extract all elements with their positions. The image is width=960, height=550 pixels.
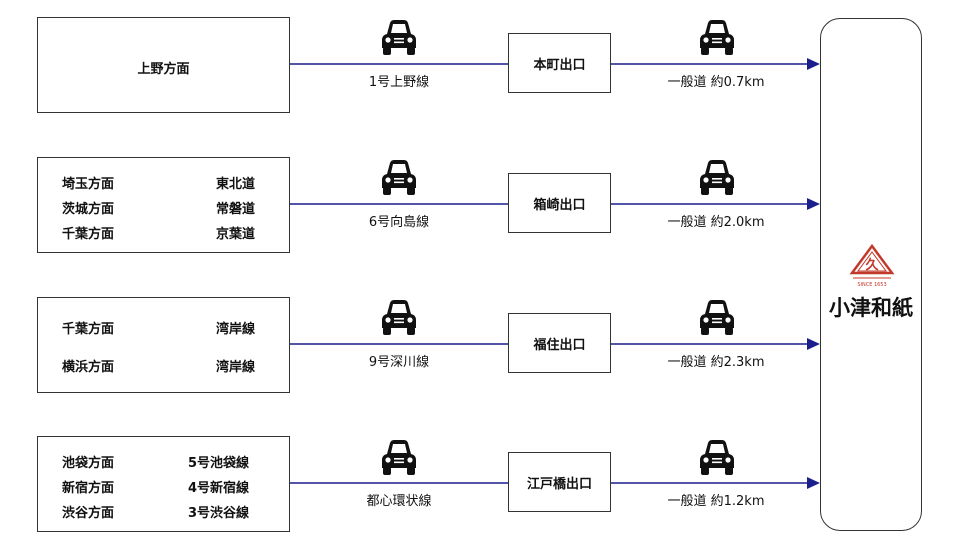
arrowhead <box>807 477 820 489</box>
origin-direction: 渋谷方面 <box>62 506 115 521</box>
route-label-row4: 都心環状線 <box>366 494 432 509</box>
origin-direction: 池袋方面 <box>62 456 115 471</box>
svg-text:久: 久 <box>865 257 879 273</box>
origin-direction: 千葉方面 <box>62 227 115 242</box>
exit-box-row3: 福住出口 <box>508 313 611 373</box>
logo-text: SINCE 1653 <box>857 282 886 288</box>
exit-label: 箱崎出口 <box>533 197 586 213</box>
car-icon <box>382 300 416 335</box>
origin-expressway: 3号渋谷線 <box>188 506 250 521</box>
arrowhead <box>807 198 820 210</box>
arrowhead <box>807 338 820 350</box>
distance-label-row1: 一般道 約0.7km <box>667 75 765 90</box>
origin-expressway: 5号池袋線 <box>188 456 250 471</box>
arrowhead <box>807 58 820 70</box>
car-icon <box>700 160 734 195</box>
origin-expressway: 東北道 <box>216 177 256 192</box>
car-icon <box>700 440 734 475</box>
distance-label-row2: 一般道 約2.0km <box>667 215 765 230</box>
origin-expressway: 4号新宿線 <box>188 481 250 496</box>
origin-direction: 横浜方面 <box>62 360 115 375</box>
origin-box-row3: 千葉方面 湾岸線 横浜方面 湾岸線 <box>37 297 290 393</box>
car-icon <box>382 160 416 195</box>
exit-label: 江戸橋出口 <box>526 476 592 492</box>
ozu-washi-logo: 久 SINCE 1653 <box>849 243 895 288</box>
route-label-row2: 6号向島線 <box>368 215 430 230</box>
exit-box-row2: 箱崎出口 <box>508 173 611 233</box>
route-label-row1: 1号上野線 <box>368 75 430 90</box>
destination-box: 久 SINCE 1653 小津和紙 <box>820 18 922 531</box>
origin-expressway: 京葉道 <box>216 227 256 242</box>
origin-label: 上野方面 <box>137 62 190 77</box>
exit-box-row4: 江戸橋出口 <box>508 452 611 512</box>
car-icon <box>700 300 734 335</box>
car-icon <box>382 440 416 475</box>
origin-box-row2: 埼玉方面 東北道 茨城方面 常磐道 千葉方面 京葉道 <box>37 157 290 253</box>
origin-box-row4: 池袋方面 5号池袋線 新宿方面 4号新宿線 渋谷方面 3号渋谷線 <box>37 436 290 532</box>
origin-expressway: 湾岸線 <box>216 360 256 375</box>
exit-box-row1: 本町出口 <box>508 33 611 93</box>
origin-direction: 茨城方面 <box>62 202 115 217</box>
distance-label-row4: 一般道 約1.2km <box>667 494 765 509</box>
exit-label: 本町出口 <box>533 57 586 73</box>
origin-direction: 埼玉方面 <box>62 177 115 192</box>
origin-expressway: 常磐道 <box>216 202 256 217</box>
exit-label: 福住出口 <box>533 337 586 353</box>
origin-direction: 新宿方面 <box>62 481 115 496</box>
origin-expressway: 湾岸線 <box>216 322 256 337</box>
car-icon <box>382 20 416 55</box>
destination-name: 小津和紙 <box>829 295 913 320</box>
car-icon <box>700 20 734 55</box>
distance-label-row3: 一般道 約2.3km <box>667 355 765 370</box>
origin-direction: 千葉方面 <box>62 322 115 337</box>
origin-box-row1: 上野方面 <box>37 17 290 113</box>
route-label-row3: 9号深川線 <box>368 355 430 370</box>
